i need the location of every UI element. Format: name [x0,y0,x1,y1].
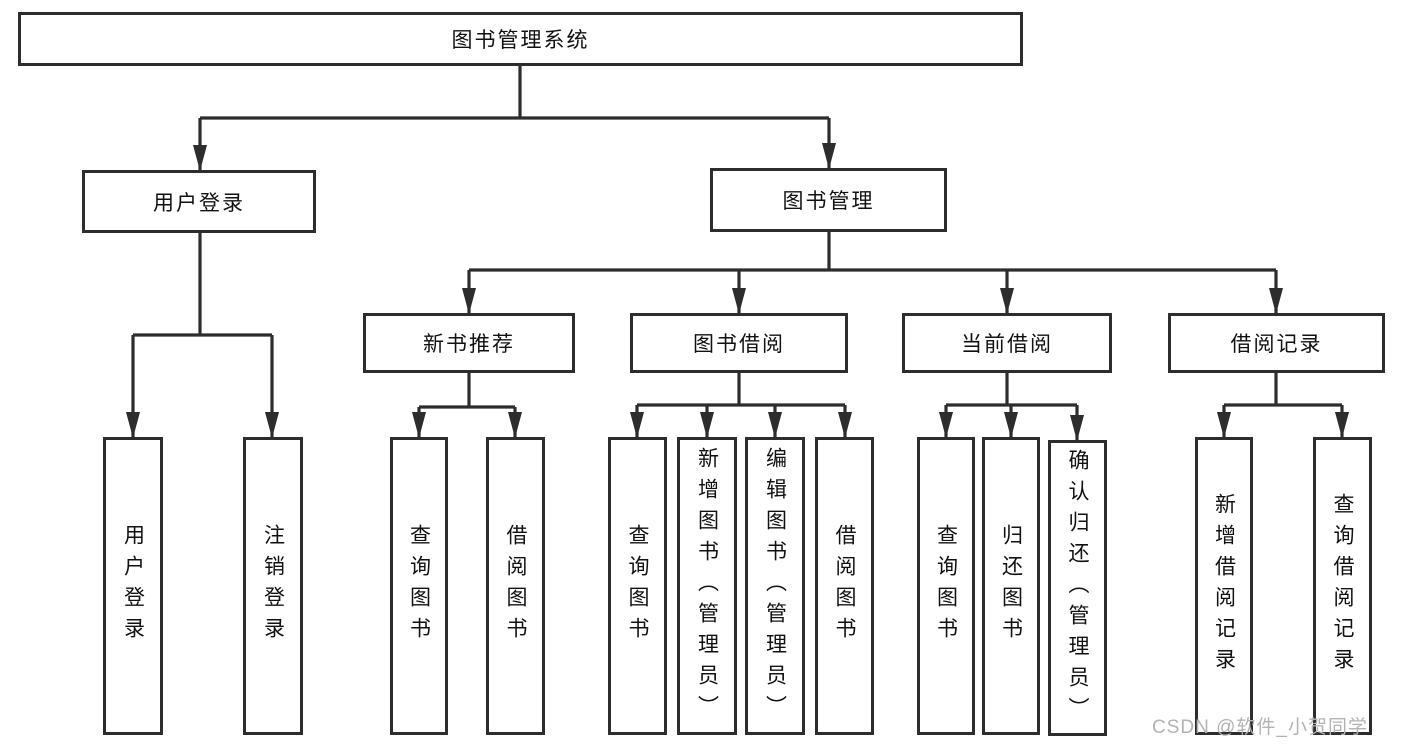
leaf-query-books-current: 查询图书 [917,437,975,735]
leaf-add-borrow-record: 新增借阅记录 [1195,437,1253,735]
leaf-return-books: 归还图书 [982,437,1040,735]
watermark: CSDN @软件_小贺同学 [1152,717,1368,738]
connector-book-management-to-groups [462,232,1283,314]
leaf-borrow-books-recommend: 借阅图书 [486,437,545,735]
leaf-confirm-return-admin: 确认归还（管理员） [1048,440,1107,736]
leaf-edit-books-admin: 编辑图书（管理员） [745,437,805,735]
node-book-borrow: 图书借阅 [630,313,848,373]
node-current-borrow: 当前借阅 [902,313,1112,373]
leaf-add-books-admin: 新增图书（管理员） [677,437,737,735]
node-borrow-records: 借阅记录 [1168,313,1385,373]
connector-user-login-to-leaves [126,233,279,438]
leaf-logout: 注销登录 [243,437,303,735]
leaf-borrow-books: 借阅图书 [815,437,874,735]
leaf-query-borrow-record: 查询借阅记录 [1313,437,1372,735]
connector-new-book-recommend-to-leaves [412,373,522,438]
node-new-book-recommend: 新书推荐 [363,313,575,373]
connector-current-borrow-to-leaves [939,373,1084,441]
leaf-query-books-recommend: 查询图书 [390,437,448,735]
node-user-login: 用户登录 [82,170,316,233]
node-book-management: 图书管理 [710,168,947,232]
leaf-query-books-borrow: 查询图书 [608,437,667,735]
connector-book-borrow-to-leaves [630,373,852,438]
connector-borrow-records-to-leaves [1217,373,1349,438]
node-library-management-system: 图书管理系统 [18,12,1023,66]
connector-root-to-level2 [193,66,836,171]
leaf-user-login: 用户登录 [103,437,163,735]
